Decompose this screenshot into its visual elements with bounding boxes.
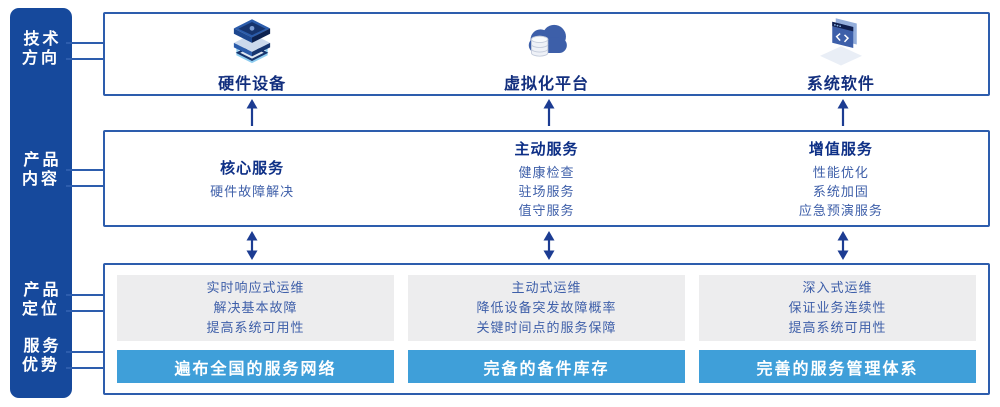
cloud-database-icon [517, 15, 575, 67]
tech-column-software: 系统软件 [694, 14, 988, 94]
up-arrow-icon [542, 99, 556, 127]
connector-line [66, 58, 105, 60]
sidebar-label-product-content: 产品 内容 [21, 152, 62, 188]
connector-line [66, 42, 105, 44]
sidebar-label-tech-direction: 技术 方向 [21, 31, 62, 67]
positioning-column-deep: 深入式运维 保证业务连续性 提高系统可用性 完善的服务管理体系 [699, 275, 976, 383]
connector-line [66, 294, 105, 296]
advantage-bar-service-management: 完善的服务管理体系 [699, 350, 976, 383]
service-title-value-added: 增值服务 [808, 140, 873, 158]
sidebar-label-product-positioning: 产品 定位 [21, 282, 62, 318]
positioning-column-proactive: 主动式运维 降低设备突发故障概率 关键时间点的服务保障 完备的备件库存 [408, 275, 685, 383]
positioning-point: 提高系统可用性 [788, 320, 887, 335]
advantage-bar-service-network: 遍布全国的服务网络 [117, 350, 394, 383]
positioning-column-reactive: 实时响应式运维 解决基本故障 提高系统可用性 遍布全国的服务网络 [117, 275, 394, 383]
service-title-core: 核心服务 [220, 159, 285, 177]
service-column-core: 核心服务 硬件故障解决 [105, 132, 399, 225]
product-positioning-box: 实时响应式运维 解决基本故障 提高系统可用性 遍布全国的服务网络 主动式运维 降… [103, 263, 990, 395]
service-item: 健康检查 [518, 164, 575, 180]
double-arrow-icon [836, 231, 850, 260]
positioning-panel: 主动式运维 降低设备突发故障概率 关键时间点的服务保障 [408, 275, 685, 341]
tech-label-virtualization: 虚拟化平台 [503, 75, 589, 93]
positioning-point: 解决基本故障 [213, 300, 298, 315]
category-sidebar [10, 8, 72, 398]
service-item: 系统加固 [812, 183, 869, 199]
connector-line [66, 367, 105, 369]
service-column-proactive: 主动服务 健康检查 驻场服务 值守服务 [399, 132, 693, 225]
positioning-point: 关键时间点的服务保障 [476, 320, 617, 335]
positioning-panel: 实时响应式运维 解决基本故障 提高系统可用性 [117, 275, 394, 341]
server-stack-icon [223, 15, 281, 67]
tech-direction-box: 硬件设备 虚拟化平台 [103, 12, 990, 96]
service-title-proactive: 主动服务 [514, 140, 579, 158]
service-item: 驻场服务 [518, 183, 575, 199]
up-arrow-icon [245, 99, 259, 127]
double-arrow-icon [245, 231, 259, 260]
service-item: 硬件故障解决 [210, 183, 295, 199]
software-window-icon [813, 15, 869, 67]
positioning-point: 提高系统可用性 [206, 320, 305, 335]
positioning-point: 深入式运维 [802, 280, 873, 295]
tech-label-software: 系统软件 [806, 75, 875, 93]
connector-line [66, 169, 105, 171]
positioning-point: 主动式运维 [511, 280, 582, 295]
service-column-value-added: 增值服务 性能优化 系统加固 应急预演服务 [694, 132, 988, 225]
tech-column-hardware: 硬件设备 [105, 14, 399, 94]
positioning-panel: 深入式运维 保证业务连续性 提高系统可用性 [699, 275, 976, 341]
double-arrow-icon [542, 231, 556, 260]
connector-line [66, 351, 105, 353]
service-item: 值守服务 [518, 202, 575, 218]
positioning-point: 降低设备突发故障概率 [476, 300, 617, 315]
service-item: 性能优化 [812, 164, 869, 180]
service-item: 应急预演服务 [798, 202, 883, 218]
sidebar-label-service-advantage: 服务 优势 [21, 338, 62, 374]
up-arrow-icon [836, 99, 850, 127]
connector-line [66, 185, 105, 187]
connector-line [66, 310, 105, 312]
tech-column-virtualization: 虚拟化平台 [399, 14, 693, 94]
tech-label-hardware: 硬件设备 [218, 75, 287, 93]
product-content-box: 核心服务 硬件故障解决 主动服务 健康检查 驻场服务 值守服务 增值服务 性能优… [103, 130, 990, 227]
positioning-point: 保证业务连续性 [788, 300, 887, 315]
advantage-bar-spare-parts: 完备的备件库存 [408, 350, 685, 383]
positioning-point: 实时响应式运维 [206, 280, 305, 295]
